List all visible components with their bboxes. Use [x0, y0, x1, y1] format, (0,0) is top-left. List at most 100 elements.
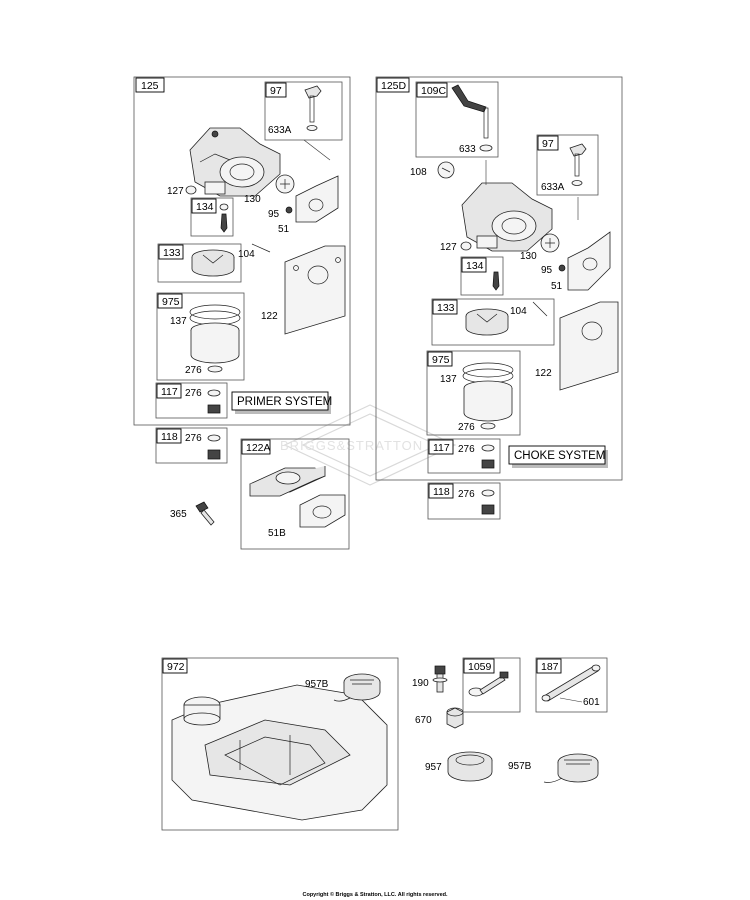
fuel-tank-group: 972 957B: [161, 657, 399, 831]
left-extra-parts: 118 276 122A 51B 365: [155, 427, 350, 550]
screw-95-right: [558, 264, 566, 272]
screw-1059: [468, 671, 509, 697]
sub-box-134-left: [190, 197, 234, 237]
group-125-id: 125: [141, 80, 159, 92]
label-276-left-a: 276: [185, 365, 202, 376]
needle-134-right: [492, 271, 500, 291]
sub-box-117-right: [427, 438, 501, 474]
label-972: 972: [167, 661, 185, 673]
label-137-left: 137: [170, 316, 187, 327]
label-133-left: 133: [163, 247, 181, 259]
copyright-notice: Copyright © Briggs & Stratton, LLC. All …: [302, 891, 448, 898]
throttle-lever-97-right: [569, 143, 587, 186]
label-117-left: 117: [161, 386, 178, 398]
label-104-left: 104: [238, 249, 255, 260]
gasket-122-left: [284, 245, 346, 335]
label-108: 108: [410, 167, 427, 178]
primer-system-label: PRIMER SYSTEM: [237, 396, 332, 408]
fuel-cap-957: [447, 751, 493, 782]
label-975-left: 975: [162, 296, 180, 308]
sub-box-187: [535, 657, 608, 713]
label-104-right: 104: [510, 306, 527, 317]
gasket-51B: [299, 494, 346, 528]
label-957B-bottom: 957B: [508, 761, 532, 772]
label-134-left: 134: [196, 201, 214, 213]
float-133-left: [191, 249, 235, 277]
sub-box-97-right: [536, 134, 599, 196]
sub-box-972: [161, 657, 399, 831]
label-276-right-a: 276: [458, 422, 475, 433]
bowl-nut-118-left: [207, 449, 221, 460]
bowl-nut-117-right: [481, 459, 495, 469]
sub-box-1059: [462, 657, 521, 713]
right-extra-parts: 118 276: [427, 482, 501, 520]
choke-shaft-109C: [451, 84, 493, 152]
label-957: 957: [425, 762, 442, 773]
label-633A-left: 633A: [268, 125, 292, 136]
label-633-right: 633: [459, 144, 476, 155]
label-187: 187: [541, 661, 559, 673]
label-133-right: 133: [437, 302, 455, 314]
label-276-right-c: 276: [458, 489, 475, 500]
needle-134-left: [220, 213, 228, 233]
bowl-nut-117-left: [207, 404, 221, 414]
fuel-line-187: [541, 664, 601, 703]
group-125: 125 97 633A 127 130 95 51: [133, 76, 351, 426]
label-137-right: 137: [440, 374, 457, 385]
label-276-left-c: 276: [185, 433, 202, 444]
label-633A-right: 633A: [541, 182, 565, 193]
choke-lever-97-left: [304, 85, 322, 131]
carburetor-right: [461, 160, 553, 252]
float-bowl-137-right: [462, 362, 514, 430]
label-127-left: 127: [167, 186, 184, 197]
label-51-right: 51: [551, 281, 563, 292]
bottom-right-parts: 190 670 1059 187 601 957: [412, 657, 608, 783]
sub-box-133-left: [157, 243, 242, 283]
o-ring-127-right: [460, 241, 472, 251]
choke-system-box: [508, 445, 606, 465]
group-125D-id: 125D: [381, 80, 407, 92]
pin-104-right: [532, 301, 548, 317]
label-975-right: 975: [432, 354, 450, 366]
sub-box-133-right: [431, 298, 555, 346]
sub-box-975-right: [426, 350, 521, 436]
label-670: 670: [415, 715, 432, 726]
sub-box-122A: [240, 438, 350, 550]
label-130-left: 130: [244, 194, 261, 205]
label-957B-top: 957B: [305, 679, 329, 690]
fuel-cap-957B-bottom: [543, 753, 599, 783]
group-125D-frame: [375, 76, 623, 481]
label-134-right: 134: [466, 260, 484, 272]
sub-box-134-right: [460, 256, 504, 296]
label-51B: 51B: [268, 528, 286, 539]
primer-system-box: [231, 391, 329, 411]
pin-104-left: [251, 243, 271, 253]
sub-box-975-left: [156, 292, 245, 381]
o-ring-127-left: [185, 185, 197, 195]
bowl-nut-118-right: [481, 504, 495, 515]
sub-box-118-right: [427, 482, 501, 520]
float-133-right: [465, 308, 509, 336]
choke-system-label: CHOKE SYSTEM: [514, 450, 605, 462]
label-1059: 1059: [468, 661, 492, 673]
label-51-left: 51: [278, 224, 290, 235]
sub-box-118-left: [155, 427, 228, 464]
carburetor-left: [189, 127, 281, 197]
label-190: 190: [412, 678, 429, 689]
label-130-right: 130: [520, 251, 537, 262]
label-122-right: 122: [535, 368, 552, 379]
gasket-51-right: [567, 231, 611, 291]
bolt-190: [432, 665, 448, 693]
label-97-left: 97: [270, 85, 282, 97]
label-122A: 122A: [246, 442, 271, 454]
sub-box-109C: [415, 81, 499, 158]
gasket-122-right: [559, 301, 619, 391]
watermark: BRIGGS&STRATTON: [280, 404, 457, 486]
fuel-cap-957B-top: [333, 673, 381, 702]
label-127-right: 127: [440, 242, 457, 253]
float-bowl-137-left: [189, 304, 241, 373]
fuel-tank-972: [171, 684, 388, 821]
label-95-left: 95: [268, 209, 280, 220]
label-276-right-b: 276: [458, 444, 475, 455]
